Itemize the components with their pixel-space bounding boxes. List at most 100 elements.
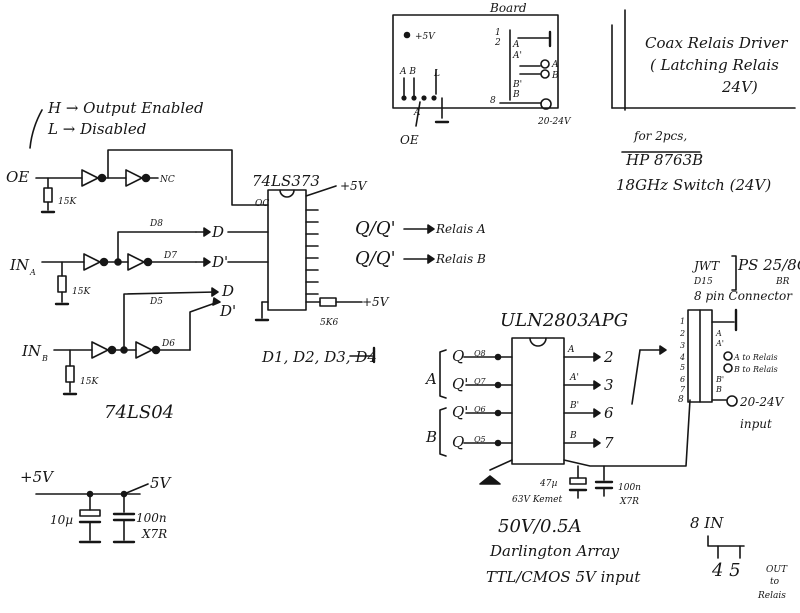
connector-pin-7: 7	[680, 385, 686, 394]
board-l-label: L	[433, 69, 440, 79]
board-pinB2: B'	[512, 80, 522, 90]
latch-q1-arrowhead	[427, 224, 435, 234]
in-b-inverter-2	[135, 341, 153, 359]
connector-bracket	[731, 255, 737, 291]
in-a-d-label: D	[211, 223, 224, 241]
driver-com-wire	[563, 399, 691, 467]
board-pin2: 2	[494, 38, 501, 48]
connector-to-b: B to Relais	[733, 365, 778, 374]
oe-inverter-2	[125, 169, 143, 187]
connector-pin-8: 8	[678, 395, 684, 405]
connector-a: A	[715, 329, 722, 338]
application-line-3: 18GHz Switch (24V)	[616, 176, 771, 194]
driver-in4: Q	[452, 433, 464, 451]
latch-vcc-lead	[305, 185, 337, 197]
driver-in2: Q'	[452, 375, 468, 393]
driver-in1: Q	[452, 347, 464, 365]
board-oe-arrow	[415, 101, 421, 127]
in-b-chain: IN B 15K D6 D5 D D' 74LS04	[21, 282, 236, 423]
connector: JWT D15 PS 25/8G BR 8 pin Connector 1 2 …	[678, 255, 800, 431]
driver-group-b-bracket	[439, 407, 447, 457]
oe-input-label: OE	[6, 168, 29, 186]
driver-in1-dot	[494, 353, 502, 361]
title-line-1: Coax Relais Driver	[645, 34, 788, 52]
driver-cap2-value: 100n	[618, 483, 641, 493]
board-plus5-hole	[403, 31, 411, 39]
driver-cap2-note: X7R	[619, 497, 639, 507]
oe-pulldown-resistor	[43, 187, 53, 203]
driver-body	[511, 337, 565, 465]
out-note-3: Relais	[757, 591, 786, 601]
driver-cap1-value: 47µ	[539, 479, 557, 489]
out-note-out: 4 5	[711, 560, 741, 581]
connector-input: input	[740, 417, 772, 431]
in-b-d-label: D	[221, 282, 234, 300]
driver-out1: A	[567, 345, 575, 355]
board-out-b: B	[551, 71, 559, 81]
connector-pin-2: 2	[679, 329, 685, 338]
latch-oc-label: OC	[255, 199, 269, 209]
connector-b: B	[715, 385, 722, 394]
connector-supply: 20-24V	[739, 395, 785, 409]
connector-pin-1: 1	[680, 317, 685, 326]
in-b-d5-wire	[123, 291, 217, 351]
legend-low: L → Disabled	[47, 120, 146, 138]
driver-out1-arrowhead	[593, 352, 601, 362]
in-a-d2-arrowhead	[203, 257, 211, 267]
in-a-inverter-1-bubble	[99, 257, 109, 267]
driver-out1-num: 2	[603, 348, 614, 366]
title-block: Coax Relais Driver ( Latching Relais 24V…	[611, 9, 796, 111]
oe-inverter-1	[81, 169, 99, 187]
connector-jwt: JWT	[691, 259, 720, 273]
in-b-subscript: B	[41, 354, 48, 363]
in-b-resistor-value: 15K	[80, 377, 99, 387]
out-note-in: 8 IN	[690, 514, 724, 532]
connector-b-terminal	[723, 363, 733, 373]
connector-ps: PS 25/8G	[737, 256, 800, 274]
board-supply-label: 20-24V	[537, 117, 572, 127]
supply-cap2-value: 100n	[136, 511, 167, 525]
in-a-subscript: A	[29, 268, 36, 277]
in-a-inverter-2	[127, 253, 145, 271]
latch-name: 74LS373	[252, 172, 320, 190]
driver-out4: B	[569, 431, 577, 441]
oe-to-latch-wire	[107, 149, 269, 206]
oe-nc-label: NC	[159, 175, 175, 185]
in-b-d6-label: D6	[161, 339, 175, 349]
driver-desc-1: Darlington Array	[489, 542, 620, 560]
output-note: 8 IN 4 5 OUT to Relais	[690, 514, 788, 601]
board-inputs-label: A B	[399, 67, 416, 77]
connector-pin-3: 3	[680, 341, 685, 350]
in-a-d-arrowhead	[203, 227, 211, 237]
driver-in2-dot	[494, 381, 502, 389]
driver-cap1	[569, 477, 587, 485]
driver-in3: Q'	[452, 403, 468, 421]
latch-notch	[279, 189, 295, 198]
oe-inverter-2-bubble	[141, 173, 151, 183]
in-a-d7-label: D7	[163, 251, 177, 261]
latch-q1: Q/Q'	[355, 218, 396, 239]
connector-desc: 8 pin Connector	[694, 289, 793, 303]
latch-resistor-value: 5K6	[320, 318, 338, 328]
supply-filter: +5V 5V 10µ 100n X7R	[20, 468, 173, 544]
legend-arrow	[29, 109, 43, 149]
driver-out3: B'	[569, 401, 579, 411]
driver-desc-2: TTL/CMOS 5V input	[486, 568, 641, 586]
driver-out2-arrowhead	[593, 380, 601, 390]
title-line-3: 24V)	[721, 78, 758, 96]
driver-name: ULN2803APG	[500, 310, 628, 331]
board-supply-terminal	[540, 98, 552, 110]
oe-resistor-value: 15K	[58, 197, 77, 207]
application-line-1: for 2pcs,	[633, 129, 687, 143]
board-out-a: A	[551, 60, 559, 70]
driver-out3-arrowhead	[593, 408, 601, 418]
in-a-chain: IN A 15K D7 D8 D D'	[9, 219, 269, 306]
application-line-2: HP 8763B	[625, 151, 703, 169]
latch-q2: Q/Q'	[355, 248, 396, 269]
in-b-d-arrowhead	[211, 287, 219, 297]
supply-in-label: +5V	[20, 468, 55, 486]
driver-to-connector-arrow	[631, 349, 641, 405]
driver-group-a: A	[424, 370, 437, 388]
driver-ic: ULN2803APG A B Q Q8 Q' Q7 Q' Q6 Q Q5 A 2…	[424, 310, 691, 586]
oe-chain: OE 15K NC	[6, 149, 269, 214]
